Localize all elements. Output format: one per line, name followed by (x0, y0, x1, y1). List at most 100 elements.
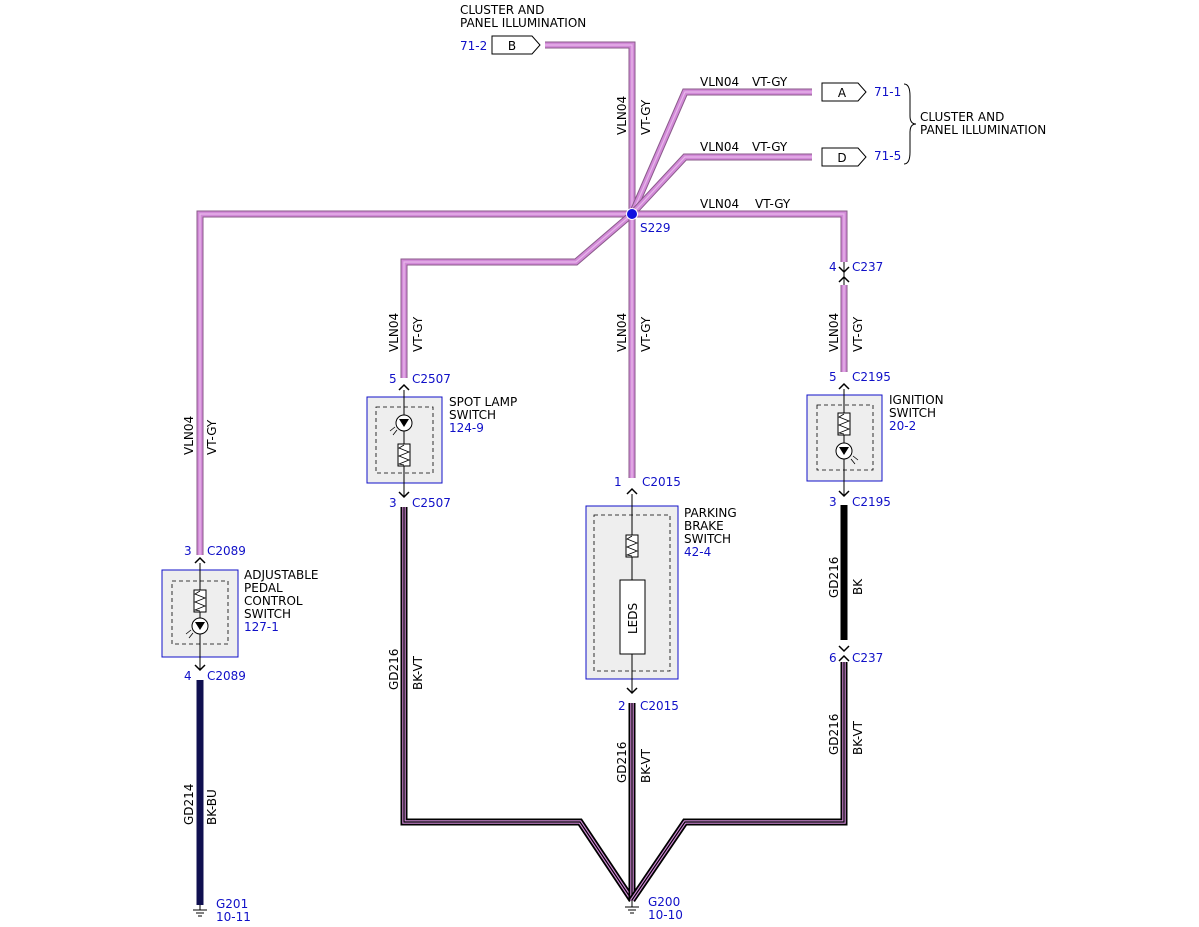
wire-spot-vln04 (403, 213, 633, 378)
spot-title-2: SWITCH (449, 408, 496, 422)
ign-resistor-zigzag (837, 413, 851, 435)
c237-bot-pin: 6 (829, 651, 837, 665)
ign-lamp-rays (850, 455, 859, 465)
ign-ground-upper-color: BK (851, 578, 865, 595)
wire-left-vln04 (199, 213, 632, 555)
center-wire-color: VT-GY (639, 316, 653, 352)
connector-b-shape (491, 35, 541, 55)
connector-a-shape (821, 82, 867, 102)
g200-ref: 10-10 (648, 908, 683, 922)
ground-g201: G201 10-11 (193, 897, 251, 924)
pedal-top-connector: 3 C2089 (184, 544, 246, 564)
connector-b-pin: B (508, 39, 516, 53)
parking-ref: 42-4 (684, 545, 711, 559)
g201-ref: 10-11 (216, 910, 251, 924)
pedal-top-chevron-icon (194, 556, 206, 564)
wire-d-vln04 (631, 156, 812, 215)
c237-bot-conn: C237 (852, 651, 883, 665)
brace-icon (903, 83, 917, 165)
spot-lamp-switch: SPOT LAMP SWITCH 124-9 (366, 390, 517, 499)
pedal-bot-chevron-icon (194, 664, 206, 672)
wire-top-vln04 (545, 44, 633, 214)
pedal-title-4: SWITCH (244, 607, 291, 621)
splice-name: S229 (640, 221, 671, 235)
left-wire-circuit: VLN04 (182, 416, 196, 455)
parking-bot-conn: C2015 (640, 699, 679, 713)
pedal-bot-pin: 4 (184, 669, 192, 683)
connector-d-shape (821, 147, 867, 167)
ign-bot-pin: 3 (829, 495, 837, 509)
ign-lamp-diode (839, 447, 849, 455)
ign-ref: 20-2 (889, 419, 916, 433)
parking-bot-pin: 2 (618, 699, 626, 713)
right-branch-color: VT-GY (755, 197, 791, 211)
pedal-control-switch: ADJUSTABLE PEDAL CONTROL SWITCH 127-1 (161, 563, 319, 672)
connector-a-ref: 71-1 (874, 85, 901, 99)
parking-leds-label: LEDS (626, 603, 640, 634)
left-wire-color: VT-GY (205, 419, 219, 455)
pedal-title-1: ADJUSTABLE (244, 568, 319, 582)
spot-top-chevron-icon (398, 383, 410, 391)
pedal-ground-circuit: GD214 (182, 784, 196, 825)
ground-g200: G200 10-10 (625, 895, 683, 922)
pedal-bot-conn: C2089 (207, 669, 246, 683)
wire-ign-ground-lower-layer (630, 662, 846, 901)
parking-ground-color: BK-VT (639, 748, 653, 783)
c237-bot-chevron-icon (838, 645, 850, 653)
connector-b-title-1: CLUSTER AND (460, 3, 544, 17)
spot-wire-color: VT-GY (411, 316, 425, 352)
ign-ground-lower-color: BK-VT (851, 720, 865, 755)
pedal-top-pin: 3 (184, 544, 192, 558)
c237-bot-chevron-2-icon (838, 654, 850, 662)
top-wire-color: VT-GY (639, 99, 653, 135)
ign-wire-color: VT-GY (851, 316, 865, 352)
connector-a: VLN04 VT-GY A 71-1 (700, 75, 901, 102)
g201-name: G201 (216, 897, 248, 911)
wire-a-vln04 (631, 91, 812, 215)
connector-a-pin: A (838, 86, 847, 100)
parking-top-chevron-icon (626, 487, 638, 495)
connector-a-circuit: VLN04 (700, 75, 739, 89)
connector-b-ref: 71-2 (460, 39, 487, 53)
g200-name: G200 (648, 895, 680, 909)
pedal-ref: 127-1 (244, 620, 279, 634)
ground-wires (196, 505, 848, 905)
connector-d: VLN04 VT-GY D 71-5 (700, 140, 901, 167)
spot-bot-chevron-icon (398, 491, 410, 499)
ign-bot-conn: C2195 (852, 495, 891, 509)
ign-wire-circuit: VLN04 (827, 313, 841, 352)
parking-brake-switch: LEDS PARKING BRAKE SWITCH 42-4 (585, 494, 737, 695)
spot-wire-circuit: VLN04 (387, 313, 401, 352)
spot-top-conn: C2507 (412, 372, 451, 386)
parking-resistor-zigzag (625, 535, 639, 557)
ign-ground-upper-circuit: GD216 (827, 557, 841, 598)
parking-title-2: BRAKE (684, 519, 724, 533)
center-wire-circuit: VLN04 (615, 313, 629, 352)
ign-top-conn: C2195 (852, 370, 891, 384)
ign-title-2: SWITCH (889, 406, 936, 420)
ign-box-inner (816, 404, 874, 471)
connector-b: B 71-2 CLUSTER AND PANEL ILLUMINATION (460, 3, 586, 55)
right-branch-circuit: VLN04 (700, 197, 739, 211)
spot-bot-pin: 3 (389, 496, 397, 510)
spot-bot-conn: C2507 (412, 496, 451, 510)
c237-top-conn: C237 (852, 260, 883, 274)
parking-title-3: SWITCH (684, 532, 731, 546)
connector-b-title-2: PANEL ILLUMINATION (460, 16, 586, 30)
spot-resistor-zigzag (397, 444, 411, 466)
wire-spot-vln04-layer (400, 211, 635, 378)
spot-lamp-diode (399, 419, 409, 427)
ignition-switch: IGNITION SWITCH 20-2 (806, 389, 944, 498)
wire-right-vln04 (632, 213, 845, 262)
parking-title-1: PARKING (684, 506, 737, 520)
pedal-title-2: PEDAL (244, 581, 283, 595)
ground-g201-icon (193, 905, 207, 917)
c237-top-pin: 4 (829, 260, 837, 274)
parking-ground-circuit: GD216 (615, 742, 629, 783)
wire-spot-ground (403, 507, 633, 901)
connector-d-ref: 71-5 (874, 149, 901, 163)
parking-leds-box (619, 579, 646, 655)
vt-gy-wires (196, 41, 848, 555)
connector-a-color: VT-GY (752, 75, 788, 89)
